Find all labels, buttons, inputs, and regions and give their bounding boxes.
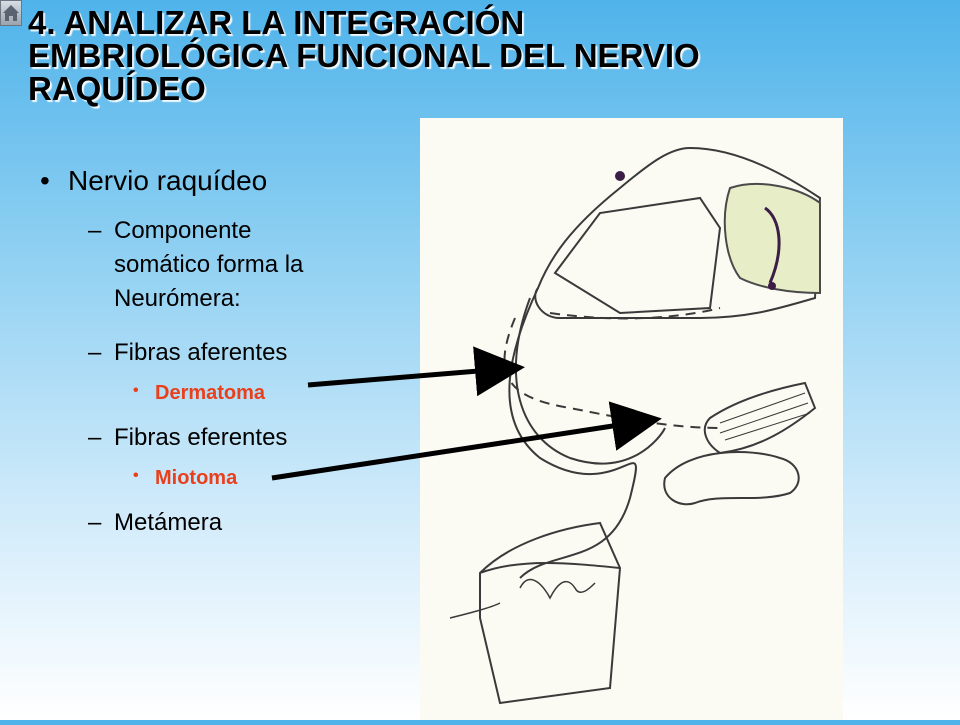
label-line: Neurómera: (114, 285, 241, 312)
sub-item-label: Fibras eferentes (114, 424, 288, 451)
title-line: 4. ANALIZAR LA INTEGRACIÓN (28, 4, 525, 41)
dermatome-wave (519, 578, 596, 600)
sub-item-label: Fibras aferentes (114, 339, 288, 366)
dash-mark: – (88, 509, 102, 536)
ganglion-node (768, 282, 776, 290)
dermatoma-label: Dermatoma (155, 382, 266, 404)
dermatome-block (479, 521, 622, 705)
sub-item-label: Metámera (114, 509, 223, 536)
spinal-nerve-drawing (449, 146, 822, 705)
motor-fiber (764, 206, 781, 284)
somite-box (553, 196, 722, 315)
title-line: RAQUÍDEO (28, 70, 206, 107)
bullet-mark: • (133, 382, 139, 399)
bullet-mark: • (133, 467, 139, 484)
title-line: EMBRIOLÓGICA FUNCIONAL DEL NERVIO (28, 37, 700, 74)
label-line: somático forma la (114, 251, 304, 278)
dashed-fiber-upper (549, 307, 721, 320)
limb-shape (663, 451, 800, 506)
dermatoma-arrow (307, 346, 525, 397)
miotoma-arrow (271, 401, 662, 481)
myotome-fibers (719, 392, 811, 441)
dash-mark: – (88, 217, 102, 244)
home-button[interactable] (0, 0, 22, 26)
neural-tissue (723, 182, 821, 295)
miotoma-label: Miotoma (155, 467, 238, 489)
sub-item-label: Componente somático forma la Neurómera: (114, 214, 303, 316)
dashed-fiber-lower (503, 317, 721, 429)
dash-mark: – (88, 339, 102, 366)
neural-tube-outline (534, 146, 822, 319)
myotome-shape (703, 381, 817, 455)
dermatome-block-top (479, 562, 621, 574)
dermatome-nerve (449, 602, 501, 619)
dash-mark: – (88, 424, 102, 451)
bullet-label: Nervio raquídeo (68, 165, 268, 196)
ganglion-node (615, 171, 625, 181)
home-icon (3, 5, 19, 21)
slide-title: 4. ANALIZAR LA INTEGRACIÓN EMBRIOLÓGICA … (28, 6, 928, 105)
bullet-mark: • (40, 165, 50, 196)
label-line: Componente (114, 217, 252, 244)
